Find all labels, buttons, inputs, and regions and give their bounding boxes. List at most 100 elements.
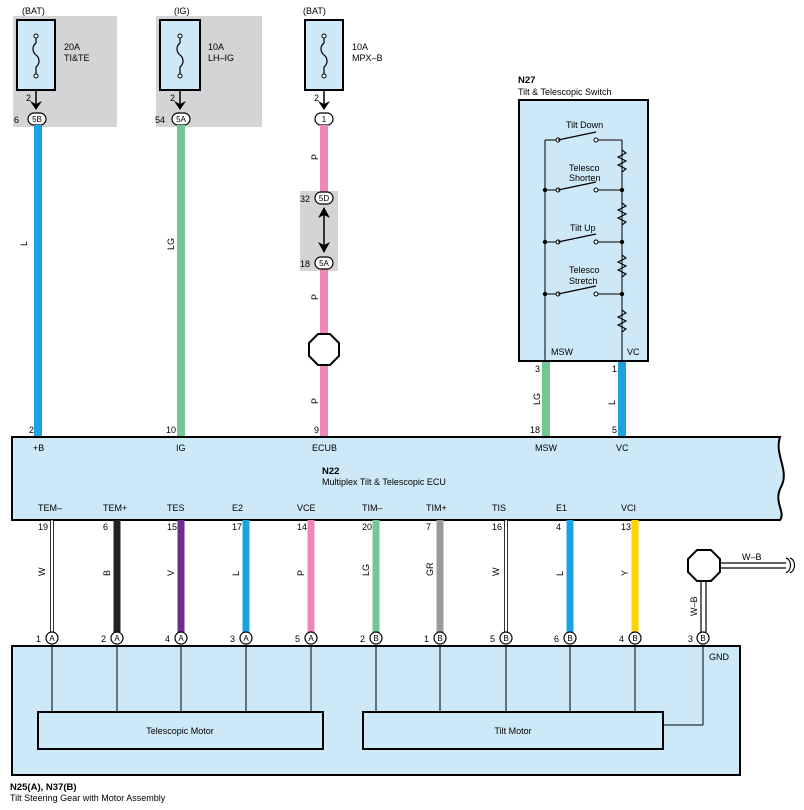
connector-tis (499, 631, 513, 645)
connector-pin-e1: 6 (554, 634, 559, 644)
ecu-label-tis: TIS (492, 503, 506, 513)
connector-pin-tis: 5 (490, 634, 495, 644)
connector-pin-tes: 4 (165, 634, 170, 644)
ecu-pin-ig: 10 (166, 425, 176, 435)
fuse-3-rating: 10A (352, 42, 368, 52)
ground-wire-label-v: W–B (689, 596, 699, 616)
wire-label-plus-b: L (19, 241, 29, 246)
fuse-2-conn-pin: 54 (155, 115, 165, 125)
switch-telesco-shorten-1: Telesco (569, 163, 600, 173)
ecu-label-plus-b: +B (33, 443, 44, 453)
ecu-pin-ecub: 9 (314, 425, 319, 435)
wire-label-ecub-1: P (310, 154, 320, 160)
wire-ecub-a (320, 125, 328, 192)
wire-label-ecub-2: P (310, 294, 320, 300)
connector-tim-plus (433, 631, 447, 645)
ecu-label-ig: IG (176, 443, 186, 453)
svg-text:5A: 5A (176, 115, 186, 124)
svg-text:5B: 5B (32, 115, 42, 124)
ecu-pin-vci: 13 (621, 522, 631, 532)
assembly-drops (51, 646, 636, 712)
fuse-1-pin: 2 (26, 93, 31, 103)
wire-plus-b (34, 125, 42, 437)
wire-label-ecub-3: P (310, 398, 320, 404)
wire-tem-plus (113, 520, 121, 632)
fuse-1-symbol (32, 36, 40, 76)
svg-text:5A: 5A (319, 259, 329, 268)
wire-tes (177, 520, 185, 632)
wire-tis (504, 519, 508, 633)
ecu-pin-vce: 14 (297, 522, 307, 532)
connector-tem-plus (110, 631, 124, 645)
ecu-label-tim-plus: TIM+ (426, 503, 447, 513)
switch-msw-pin: 3 (535, 364, 540, 374)
svg-text:B: B (700, 634, 705, 643)
connector-5a-junction (314, 256, 334, 270)
ecu-pin-tes: 15 (167, 522, 177, 532)
ecu-pin-tem-minus: 19 (38, 522, 48, 532)
fuse-2-symbol (176, 36, 184, 76)
fuse-2-pin: 2 (170, 93, 175, 103)
switch-telesco-shorten-2: Shorten (569, 173, 601, 183)
ecu-label-tes: TES (167, 503, 185, 513)
ecu-pin-e2: 17 (232, 522, 242, 532)
fuse-2-source: (IG) (174, 6, 190, 16)
fuse-1-conn-pin: 6 (14, 115, 19, 125)
ecu-label-vc: VC (616, 443, 629, 453)
wire-color-vce: P (296, 570, 306, 576)
connector-letter-vci: B (632, 634, 637, 643)
wire-ecub-c (320, 365, 328, 437)
wire-label-msw: LG (532, 393, 542, 405)
assembly-label-gnd: GND (709, 652, 730, 662)
splice-point (308, 333, 340, 366)
wire-color-tes: V (166, 570, 176, 576)
wire-e1 (566, 520, 574, 632)
switch-vc-label: VC (627, 347, 640, 357)
fuse-3-source: (BAT) (303, 6, 326, 16)
fuse-3-symbol (320, 36, 328, 76)
junction-bottom-pin: 18 (300, 259, 310, 269)
svg-text:5D: 5D (319, 194, 329, 203)
ecu-pin-tim-plus: 7 (426, 522, 431, 532)
ecu-label-e1: E1 (556, 503, 567, 513)
ecu-label-tem-plus: TEM+ (103, 503, 127, 513)
wire-color-tem-minus: W (37, 567, 47, 576)
fuse-1-source: (BAT) (22, 6, 45, 16)
wire-color-tem-plus: B (102, 570, 112, 576)
connector-pin-vce: 5 (295, 634, 300, 644)
ecu-label-vci: VCI (621, 503, 636, 513)
connector-vce (304, 631, 318, 645)
tilt-motor (362, 711, 664, 750)
assembly-name: Tilt Steering Gear with Motor Assembly (10, 793, 166, 803)
tilt-telescopic-switch-box (518, 99, 649, 362)
connector-pin-e2: 3 (230, 634, 235, 644)
connector-letter-e2: A (243, 634, 249, 643)
wire-color-e1: L (555, 571, 565, 576)
connector-pin-tem-minus: 1 (36, 634, 41, 644)
telescopic-motor-label: Telescopic Motor (146, 726, 214, 736)
switch-tilt-up: Tilt Up (570, 223, 596, 233)
ecu-pin-tim-minus: 20 (362, 522, 372, 532)
telescopic-motor (37, 711, 324, 750)
connector-vci (628, 631, 642, 645)
fuse-3-pin: 2 (314, 93, 319, 103)
switch-resistors (616, 149, 628, 333)
ecu-label-tim-minus: TIM– (362, 503, 383, 513)
wire-vci (631, 520, 639, 632)
fuse-1-name: TI&TE (64, 53, 90, 63)
ecu-name: Multiplex Tilt & Telescopic ECU (322, 477, 446, 487)
wire-tem-minus (50, 519, 54, 633)
ecu-pin-tem-plus: 6 (103, 522, 108, 532)
wire-tim-minus (372, 520, 380, 632)
connector-pin-tim-minus: 2 (360, 634, 365, 644)
assembly-id: N25(A), N37(B) (10, 782, 77, 793)
connector-pin-vci: 4 (619, 634, 624, 644)
fuse-3-name: MPX–B (352, 53, 383, 63)
ecu-label-e2: E2 (232, 503, 243, 513)
ecu-label-tem-minus: TEM– (38, 503, 62, 513)
connector-tim-minus (369, 631, 383, 645)
wire-color-tim-minus: LG (361, 564, 371, 576)
switch-tilt-down: Tilt Down (566, 120, 603, 130)
ecu-id: N22 (322, 466, 339, 477)
